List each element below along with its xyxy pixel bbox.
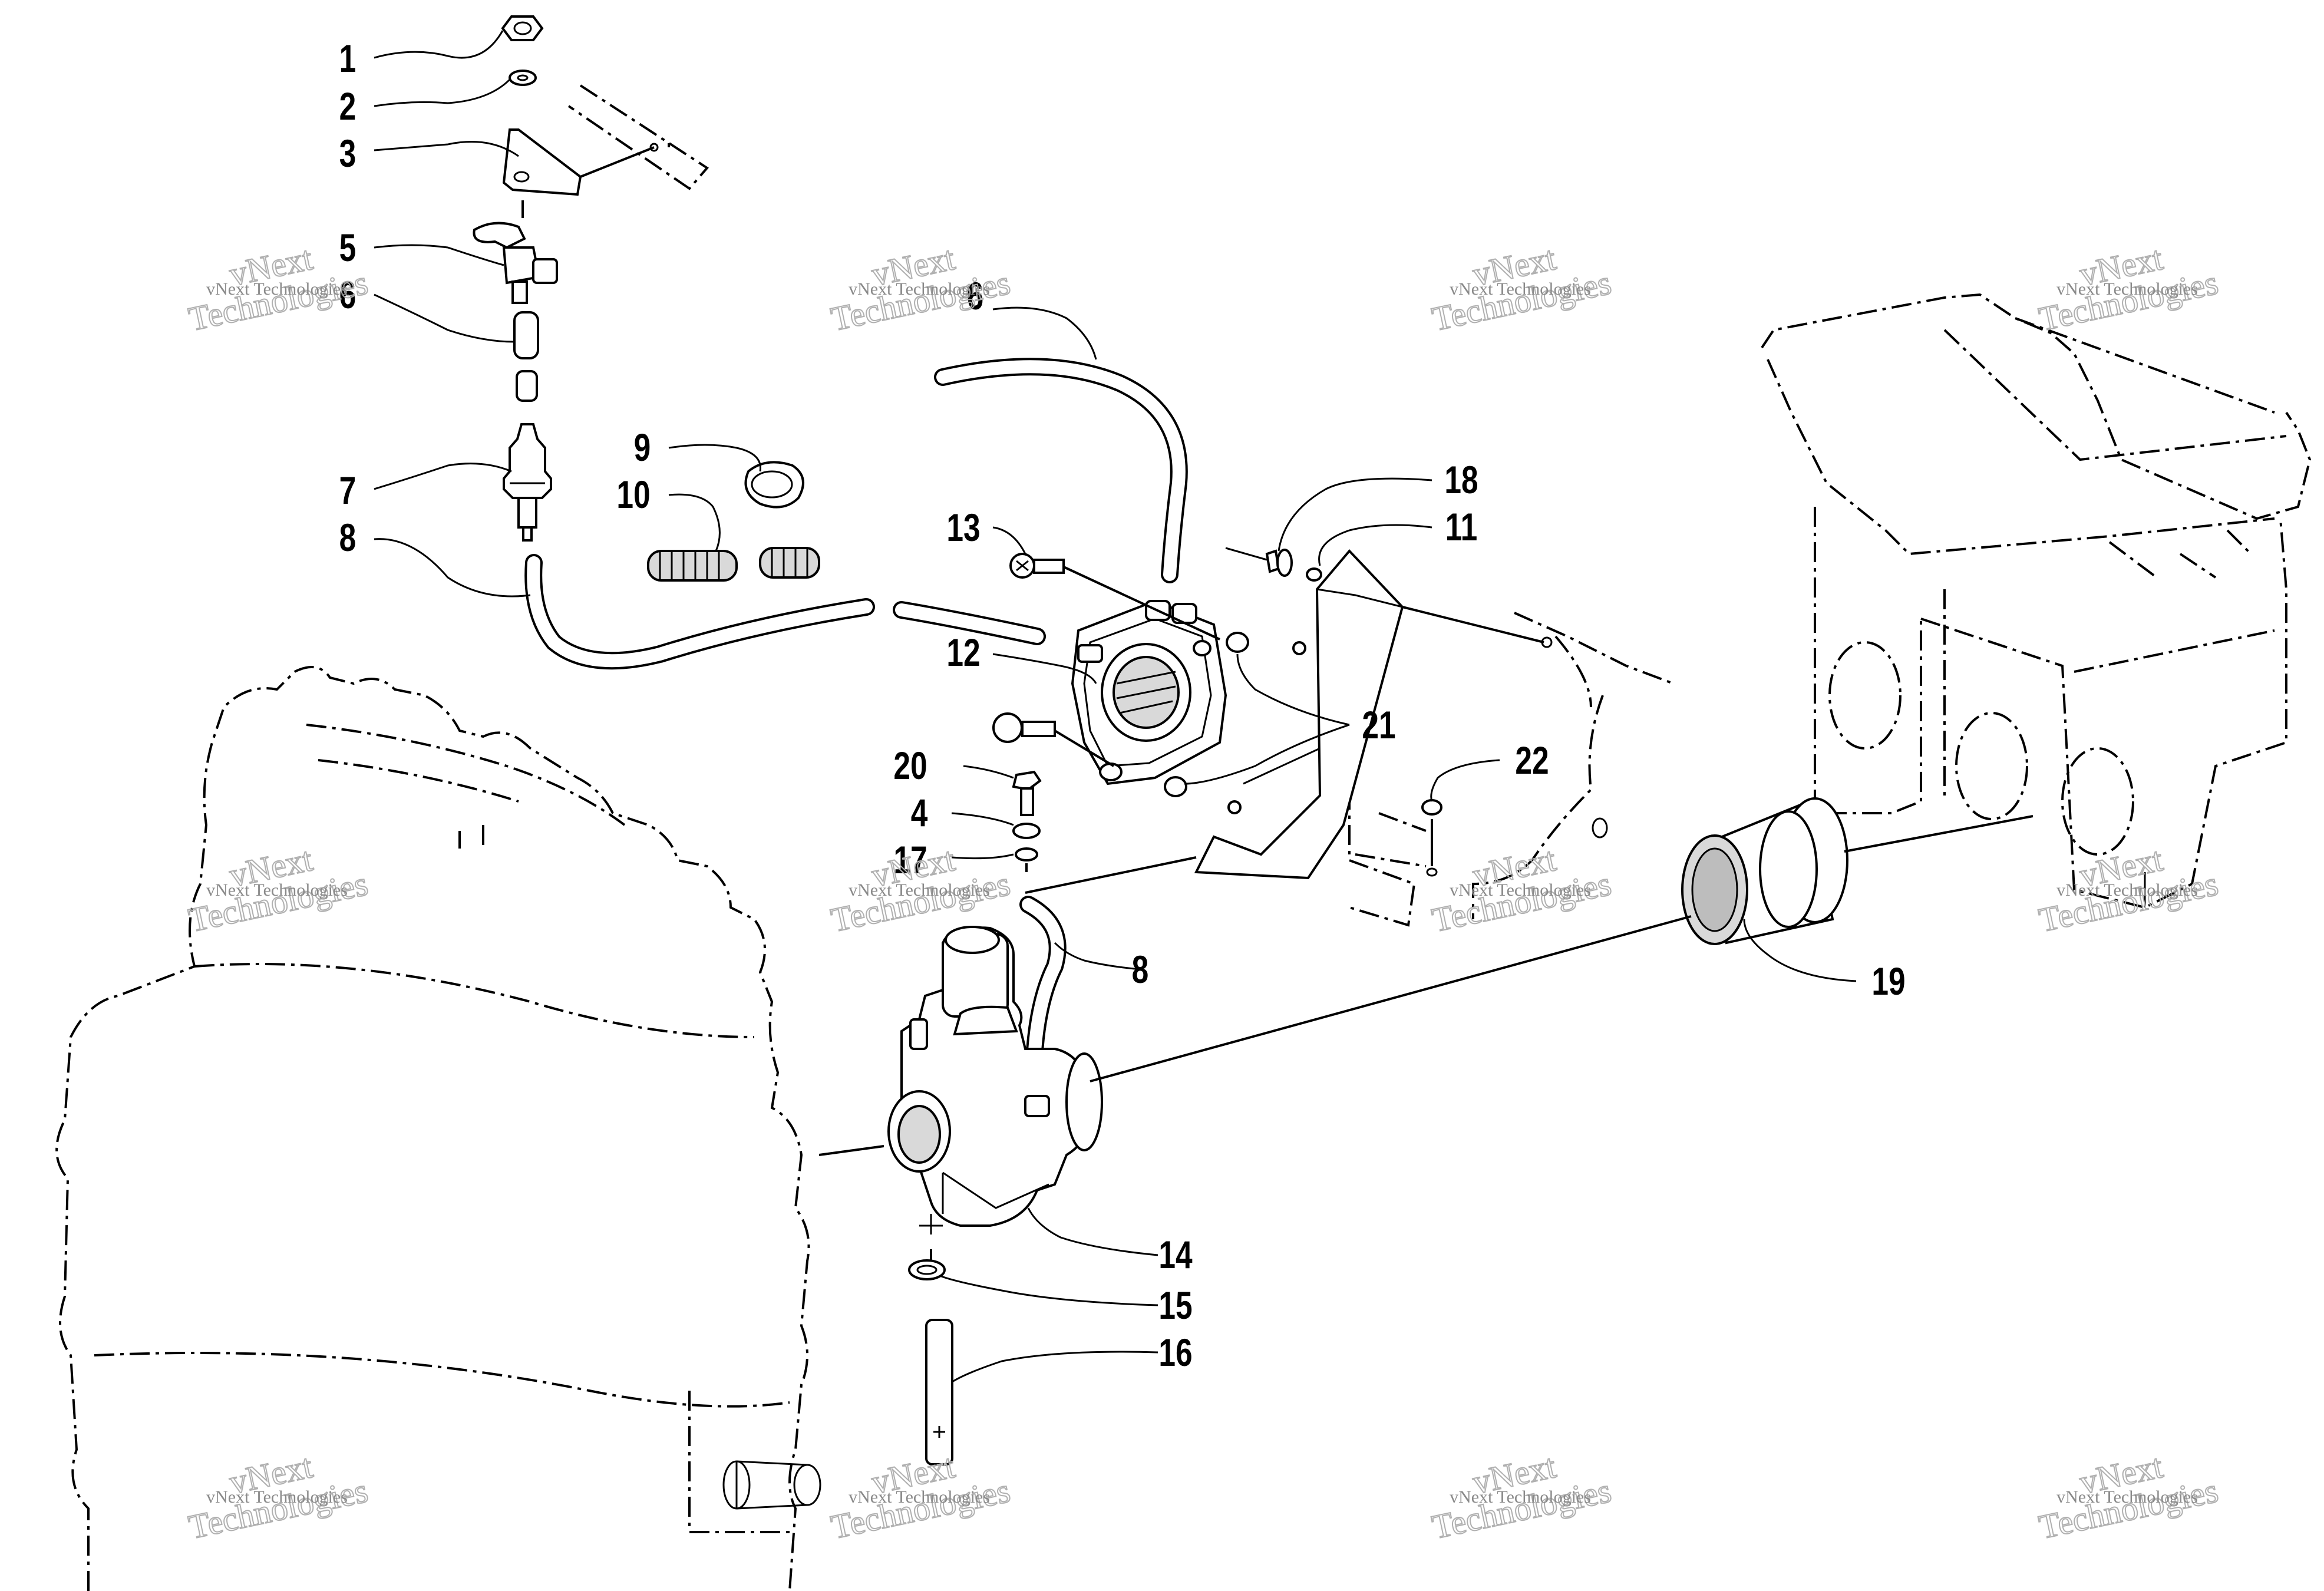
carburetor [887,926,1103,1280]
callout-19: 19 [1871,959,1905,1004]
watermark: vNext Technologies vNext Technologies [827,238,1014,339]
callout-14: 14 [1158,1233,1192,1277]
spring-clamp-right [759,547,820,579]
fuel-hoses [524,358,1188,1465]
watermarks: vNext Technologies vNext Technologies vN… [185,238,2222,1547]
engine-outline [55,666,821,1591]
svg-text:vNext Technologies: vNext Technologies [2056,279,2198,299]
callout-8: 8 [339,516,356,560]
callout-15: 15 [1158,1283,1192,1328]
svg-text:vNext Technologies: vNext Technologies [206,279,348,299]
mounting-bracket [1164,547,1553,880]
intake-boot [1681,797,1848,945]
screws [992,553,1220,872]
watermark: vNext Technologies vNext Technologies [1428,238,1615,339]
watermark: vNext Technologies vNext Technologies [2035,1446,2222,1547]
callout-8b: 8 [1132,948,1149,992]
svg-text:vNext Technologies: vNext Technologies [2056,1487,2198,1507]
svg-text:vNext Technologies: vNext Technologies [849,1487,990,1507]
callout-16: 16 [1158,1331,1192,1375]
callout-2: 2 [339,84,356,128]
callout-18: 18 [1444,458,1478,502]
callout-12: 12 [946,631,980,675]
chassis-phantom [1348,612,1674,927]
fuel-pump [1071,599,1227,785]
svg-text:vNext Technologies: vNext Technologies [206,880,348,900]
fuel-valve-stack [473,15,709,542]
callout-13: 13 [946,506,980,550]
watermark: vNext Technologies vNext Technologies [827,1446,1014,1547]
callout-10: 10 [616,473,650,517]
leader-lines [374,30,1857,1383]
watermark: vNext Technologies vNext Technologies [2035,238,2222,339]
watermark: vNext Technologies vNext Technologies [2035,839,2222,940]
callout-5: 5 [339,226,356,270]
watermark: vNext Technologies vNext Technologies [1428,1446,1615,1547]
watermark: vNext Technologies vNext Technologies [185,839,372,940]
airbox-outline [1761,293,2312,909]
assembly-lines [521,200,2034,1261]
hose-clamps [647,461,820,582]
spring-clamp-left [647,550,738,582]
svg-text:vNext Technologies: vNext Technologies [849,279,990,299]
callout-1: 1 [339,37,356,81]
svg-text:vNext Technologies: vNext Technologies [1450,1487,1591,1507]
svg-text:vNext Technologies: vNext Technologies [2056,880,2198,900]
callout-20: 20 [893,744,927,788]
callout-22: 22 [1515,738,1549,783]
callout-3: 3 [339,131,356,176]
svg-text:vNext Technologies: vNext Technologies [849,880,990,900]
svg-text:vNext Technologies: vNext Technologies [206,1487,348,1507]
callout-17: 17 [893,838,927,882]
callout-4: 4 [911,791,928,835]
callout-11: 11 [1445,505,1477,549]
callout-7: 7 [339,468,356,513]
callout-9: 9 [634,425,651,470]
svg-text:vNext Technologies: vNext Technologies [1450,279,1591,299]
watermark: vNext Technologies vNext Technologies [185,1446,372,1547]
callout-6b: 6 [967,274,984,318]
svg-text:vNext Technologies: vNext Technologies [1450,880,1591,900]
callout-numbers: 1 2 3 5 6 7 8 9 10 13 12 20 4 17 18 11 2… [339,37,1906,1375]
watermark: vNext Technologies vNext Technologies [1428,839,1615,940]
callout-21: 21 [1362,703,1395,747]
callout-6: 6 [339,273,356,317]
